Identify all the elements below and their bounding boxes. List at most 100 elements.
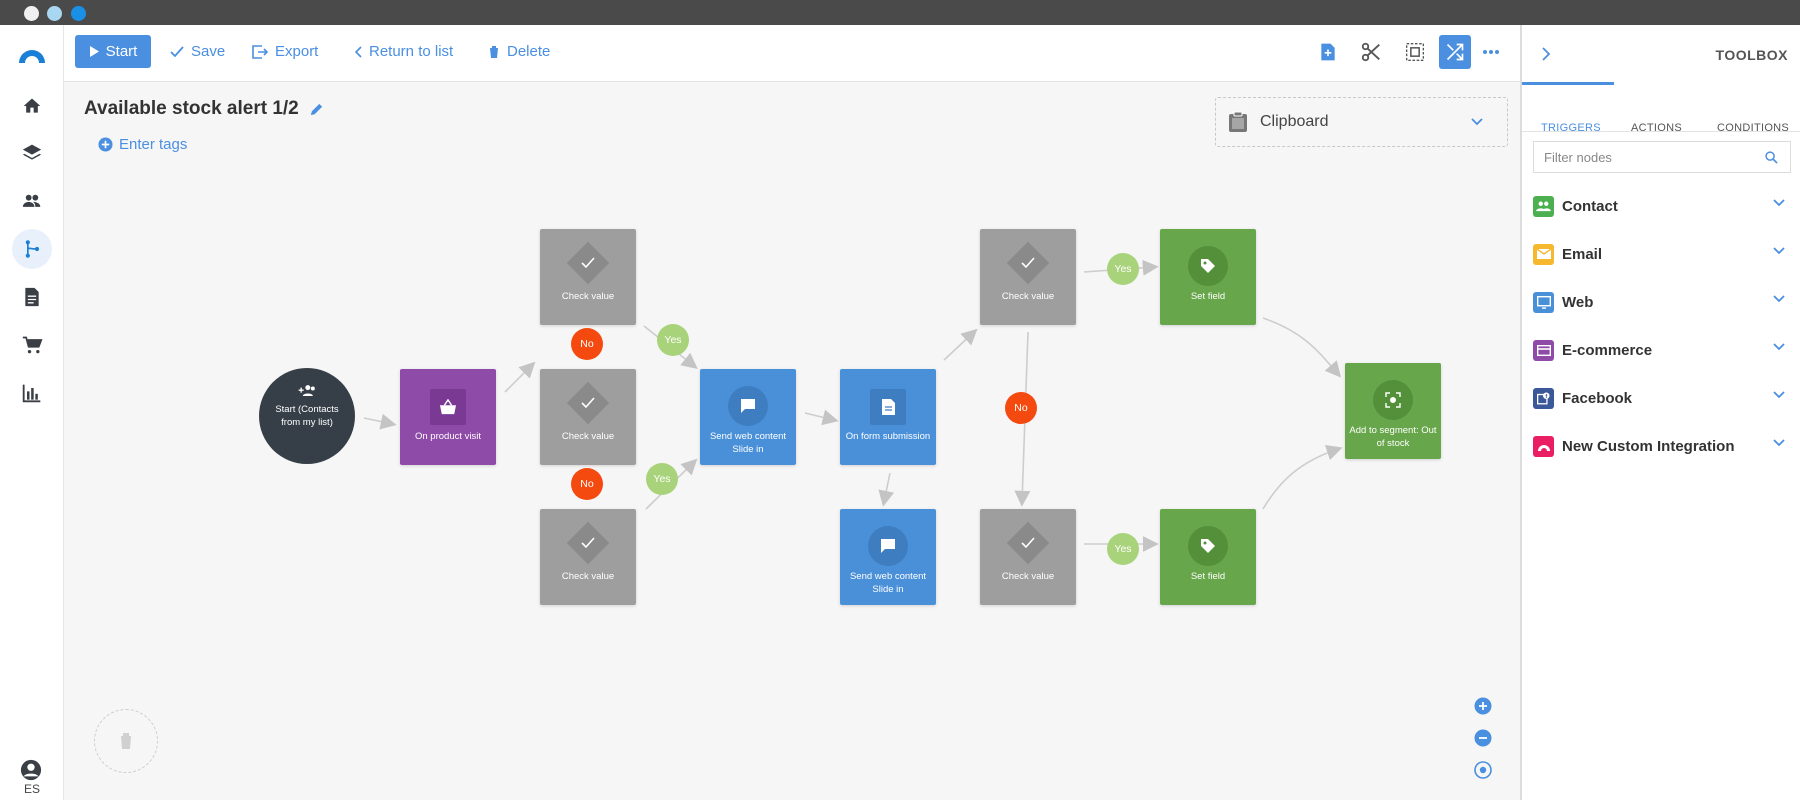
edit-pencil-icon[interactable] xyxy=(309,102,324,117)
flow-canvas[interactable]: Available stock alert 1/2 Enter tags Cli… xyxy=(64,82,1520,800)
export-button[interactable]: Export xyxy=(252,35,318,68)
check-value-node-2[interactable]: Check value xyxy=(540,369,636,465)
tag-icon xyxy=(1188,246,1228,286)
email-icon xyxy=(1533,243,1554,265)
check-value-node-3[interactable]: Check value xyxy=(540,509,636,605)
check-diamond-icon xyxy=(566,381,610,425)
center-view-icon[interactable] xyxy=(1473,760,1493,780)
toolbox-tabs: TRIGGERS ACTIONS CONDITIONS xyxy=(1522,82,1800,134)
no-branch-badge: No xyxy=(571,468,603,500)
top-toolbar: Start Save Export Return to list Delete xyxy=(64,25,1520,82)
node-label: Set field xyxy=(1190,571,1226,582)
enter-tags-button[interactable]: Enter tags xyxy=(98,136,187,153)
language-label[interactable]: ES xyxy=(23,782,40,796)
start-node[interactable]: Start (Contacts from my list) xyxy=(259,368,355,464)
save-button[interactable]: Save xyxy=(170,35,225,68)
add-to-segment-node[interactable]: Add to segment: Out of stock xyxy=(1345,363,1441,459)
node-label: On form submission xyxy=(845,431,931,442)
clipboard-icon xyxy=(1229,111,1247,132)
contacts-icon xyxy=(1533,195,1554,217)
chevron-down-icon xyxy=(1773,439,1785,447)
tag-icon xyxy=(1188,526,1228,566)
chevron-down-icon[interactable] xyxy=(1471,118,1483,126)
tab-actions[interactable]: ACTIONS xyxy=(1631,122,1682,134)
window-minimize-button[interactable] xyxy=(47,6,62,21)
app-logo[interactable] xyxy=(17,45,47,63)
scissors-icon[interactable] xyxy=(1358,39,1384,65)
category-label: Contact xyxy=(1562,197,1618,215)
node-label: Set field xyxy=(1190,291,1226,302)
category-ecommerce[interactable]: E-commerce xyxy=(1533,335,1791,365)
return-to-list-button[interactable]: Return to list xyxy=(354,35,453,68)
chat-bubble-icon xyxy=(728,386,768,426)
node-label: Send web content Slide in xyxy=(709,431,787,455)
window-maximize-button[interactable] xyxy=(71,6,86,21)
svg-text:f: f xyxy=(1545,394,1547,400)
on-form-submission-node[interactable]: On form submission xyxy=(840,369,936,465)
window-titlebar xyxy=(0,0,1800,25)
send-web-content-node-1[interactable]: Send web content Slide in xyxy=(700,369,796,465)
check-diamond-icon xyxy=(1006,241,1050,285)
collapse-chevron-icon[interactable] xyxy=(1542,47,1551,61)
tab-conditions[interactable]: CONDITIONS xyxy=(1717,122,1790,134)
monitor-icon xyxy=(1533,291,1554,313)
nav-contacts-icon[interactable] xyxy=(12,181,52,221)
node-label: On product visit xyxy=(415,431,481,442)
nav-layers-icon[interactable] xyxy=(12,133,52,173)
check-value-node-1[interactable]: Check value xyxy=(540,229,636,325)
set-field-node-2[interactable]: Set field xyxy=(1160,509,1256,605)
facebook-icon: f xyxy=(1533,387,1554,409)
chevron-down-icon xyxy=(1773,391,1785,399)
check-value-node-5[interactable]: Check value xyxy=(980,509,1076,605)
nav-automation-icon[interactable] xyxy=(12,229,52,269)
save-button-label: Save xyxy=(191,43,226,60)
select-area-icon[interactable] xyxy=(1402,39,1428,65)
clipboard-label: Clipboard xyxy=(1260,113,1329,130)
more-options-icon[interactable] xyxy=(1478,39,1504,65)
no-branch-badge: No xyxy=(571,328,603,360)
send-web-content-node-2[interactable]: Send web content Slide in xyxy=(840,509,936,605)
user-avatar-icon[interactable] xyxy=(20,759,42,786)
category-new-custom-integration[interactable]: New Custom Integration xyxy=(1533,431,1791,461)
left-sidebar: ES xyxy=(0,25,64,800)
check-diamond-icon xyxy=(1006,521,1050,565)
chevron-down-icon xyxy=(1773,199,1785,207)
form-document-icon xyxy=(870,389,906,425)
no-branch-badge: No xyxy=(1005,392,1037,424)
category-contact[interactable]: Contact xyxy=(1533,191,1791,221)
delete-button[interactable]: Delete xyxy=(488,35,550,68)
start-button[interactable]: Start xyxy=(75,35,151,68)
nav-stats-icon[interactable] xyxy=(12,373,52,413)
category-email[interactable]: Email xyxy=(1533,239,1791,269)
nav-cart-icon[interactable] xyxy=(12,325,52,365)
clipboard-panel[interactable]: Clipboard xyxy=(1215,97,1508,147)
canvas-trash-dropzone[interactable] xyxy=(94,709,158,773)
tab-triggers[interactable]: TRIGGERS xyxy=(1541,122,1601,134)
trash-icon xyxy=(119,733,133,749)
toolbox-header: TOOLBOX xyxy=(1522,25,1800,82)
auto-layout-icon[interactable] xyxy=(1439,35,1471,69)
window-close-button[interactable] xyxy=(24,6,39,21)
set-field-node-1[interactable]: Set field xyxy=(1160,229,1256,325)
add-node-icon[interactable] xyxy=(1315,39,1341,65)
category-web[interactable]: Web xyxy=(1533,287,1791,317)
node-label: Check value xyxy=(1001,291,1055,302)
category-facebook[interactable]: f Facebook xyxy=(1533,383,1791,413)
credit-card-icon xyxy=(1533,339,1554,361)
export-icon xyxy=(252,44,268,59)
node-label: Check value xyxy=(1001,571,1055,582)
delete-button-label: Delete xyxy=(507,43,551,60)
category-label: Facebook xyxy=(1562,389,1633,407)
category-label: New Custom Integration xyxy=(1562,437,1735,455)
zoom-out-icon[interactable] xyxy=(1473,728,1493,748)
nav-home-icon[interactable] xyxy=(12,86,52,126)
filter-nodes-input[interactable]: Filter nodes xyxy=(1533,141,1791,173)
on-product-visit-node[interactable]: On product visit xyxy=(400,369,496,465)
zoom-in-icon[interactable] xyxy=(1473,696,1493,716)
nav-document-icon[interactable] xyxy=(12,277,52,317)
start-node-label: Start (Contacts from my list) xyxy=(275,404,339,428)
category-label: Email xyxy=(1562,245,1603,263)
filter-placeholder: Filter nodes xyxy=(1544,149,1612,165)
check-value-node-4[interactable]: Check value xyxy=(980,229,1076,325)
yes-branch-badge: Yes xyxy=(646,463,678,495)
